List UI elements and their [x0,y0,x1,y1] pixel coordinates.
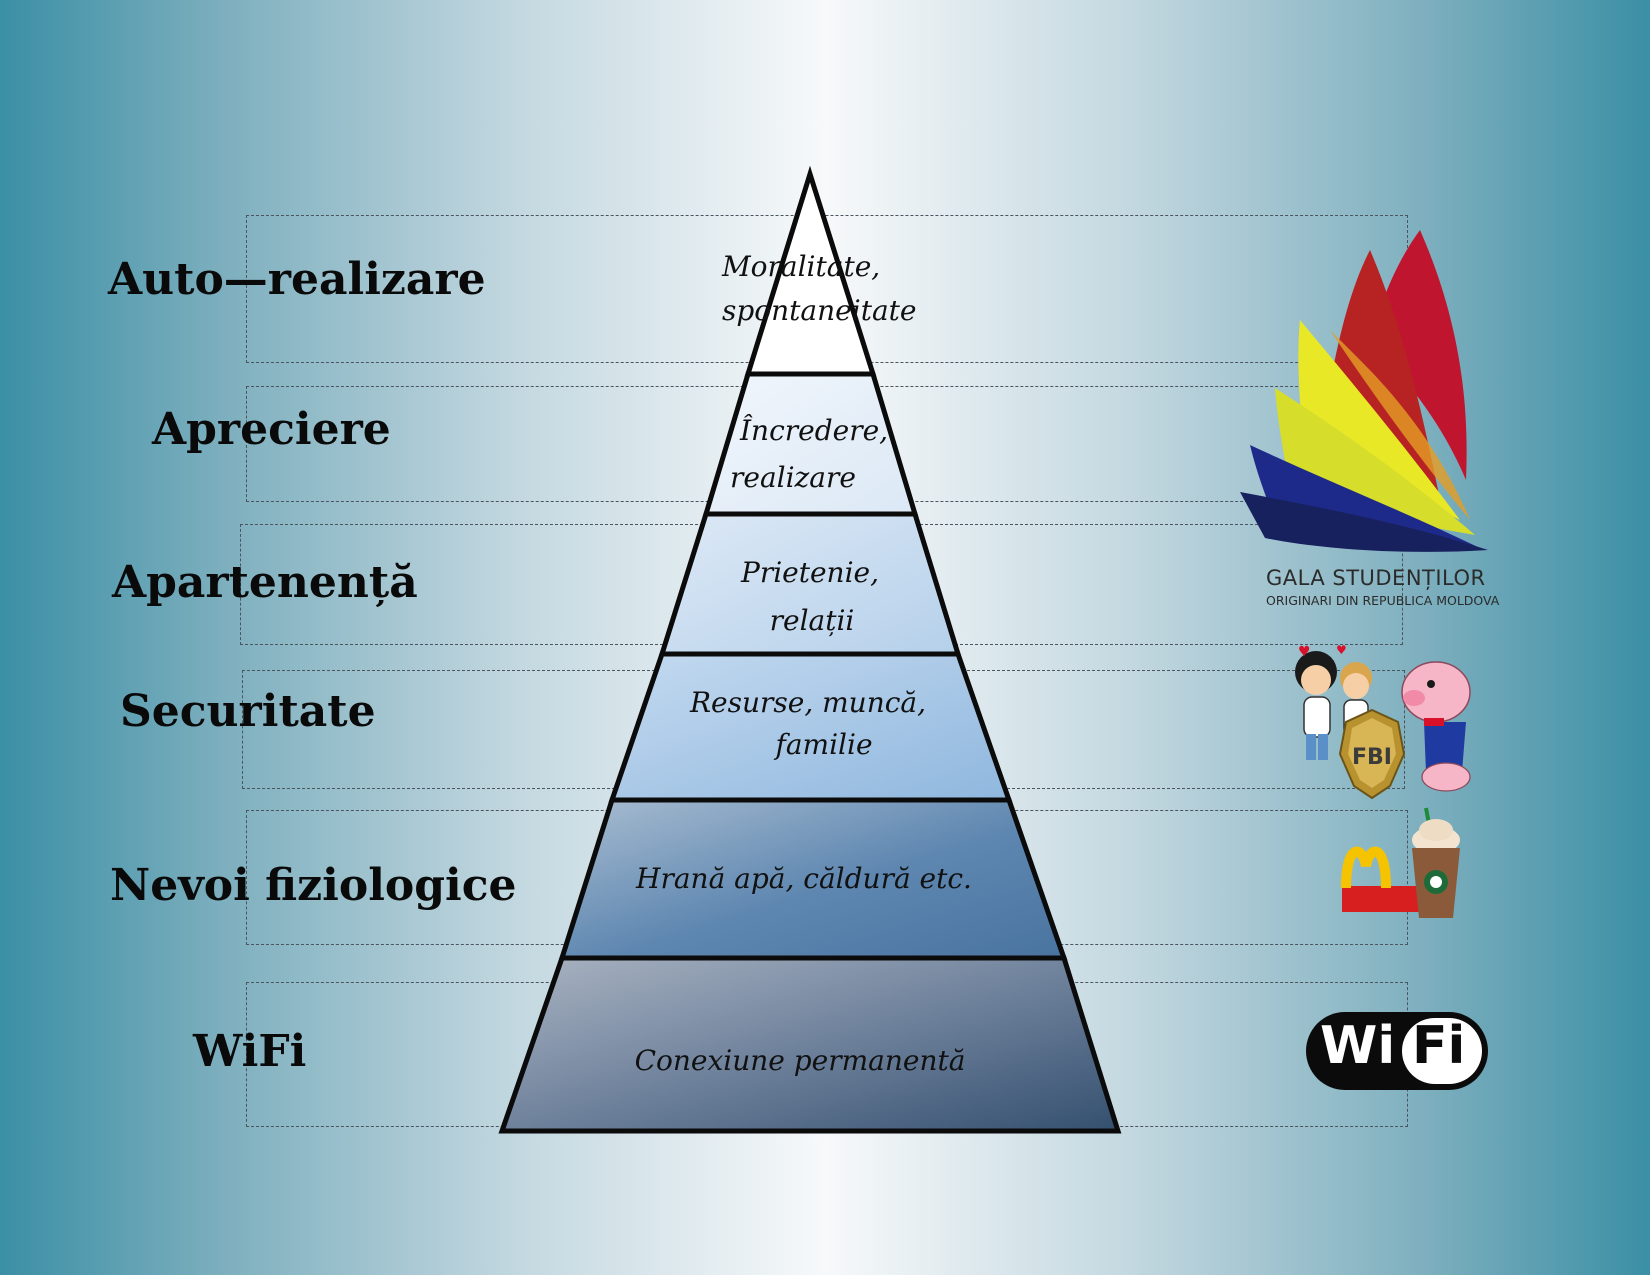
tier-text-securitate-2: familie [773,728,872,761]
tier-text-auto-realizare-2: spontaneitate [722,294,916,327]
level-label-apartenenta: Apartenență [112,557,418,608]
coffee-cup-icon [1412,807,1460,918]
tier-text-nevoi-fiziologice-1: Hrană apă, căldură etc. [635,862,972,895]
fast-food-icon [1341,846,1424,912]
tier-text-apreciere-2: realizare [730,461,856,494]
wifi-logo-fi: Fi [1412,1016,1466,1076]
tier-text-wifi-1: Conexiune permanentă [635,1044,966,1077]
gala-studentilor-logo [1240,230,1488,552]
svg-text:♥: ♥ [1336,643,1347,657]
logo-subtitle: ORIGINARI DIN REPUBLICA MOLDOVA [1266,593,1500,608]
level-label-wifi: WiFi [193,1026,307,1077]
logo-title: GALA STUDENȚILOR [1266,566,1486,590]
level-label-securitate: Securitate [120,686,376,737]
wifi-logo-wi: Wi [1320,1016,1396,1076]
tier-text-securitate-1: Resurse, muncă, [689,686,926,719]
cartoon-characters-icon: ♥ ♥ [1295,643,1471,792]
pyramid-tier-securitate [608,651,1013,803]
tier-text-apartenenta-1: Prietenie, [740,556,879,589]
tier-text-auto-realizare-1: Moralitate, [721,250,880,283]
fbi-badge-icon: FBI [1338,708,1406,800]
wifi-logo-icon: Wi Fi [1306,1012,1488,1090]
tier-text-apreciere-1: Încredere, [739,414,888,447]
level-label-apreciere: Apreciere [152,404,391,455]
wifi-logo-fi-pill: Fi [1402,1018,1482,1084]
tier-text-apartenenta-2: relații [770,604,855,637]
svg-text:FBI: FBI [1352,745,1392,770]
pyramid-tier-wifi [498,955,1122,1134]
level-label-nevoi-fiziologice: Nevoi fiziologice [110,860,517,911]
svg-text:♥: ♥ [1298,644,1311,660]
level-label-auto-realizare: Auto—realizare [108,254,486,305]
